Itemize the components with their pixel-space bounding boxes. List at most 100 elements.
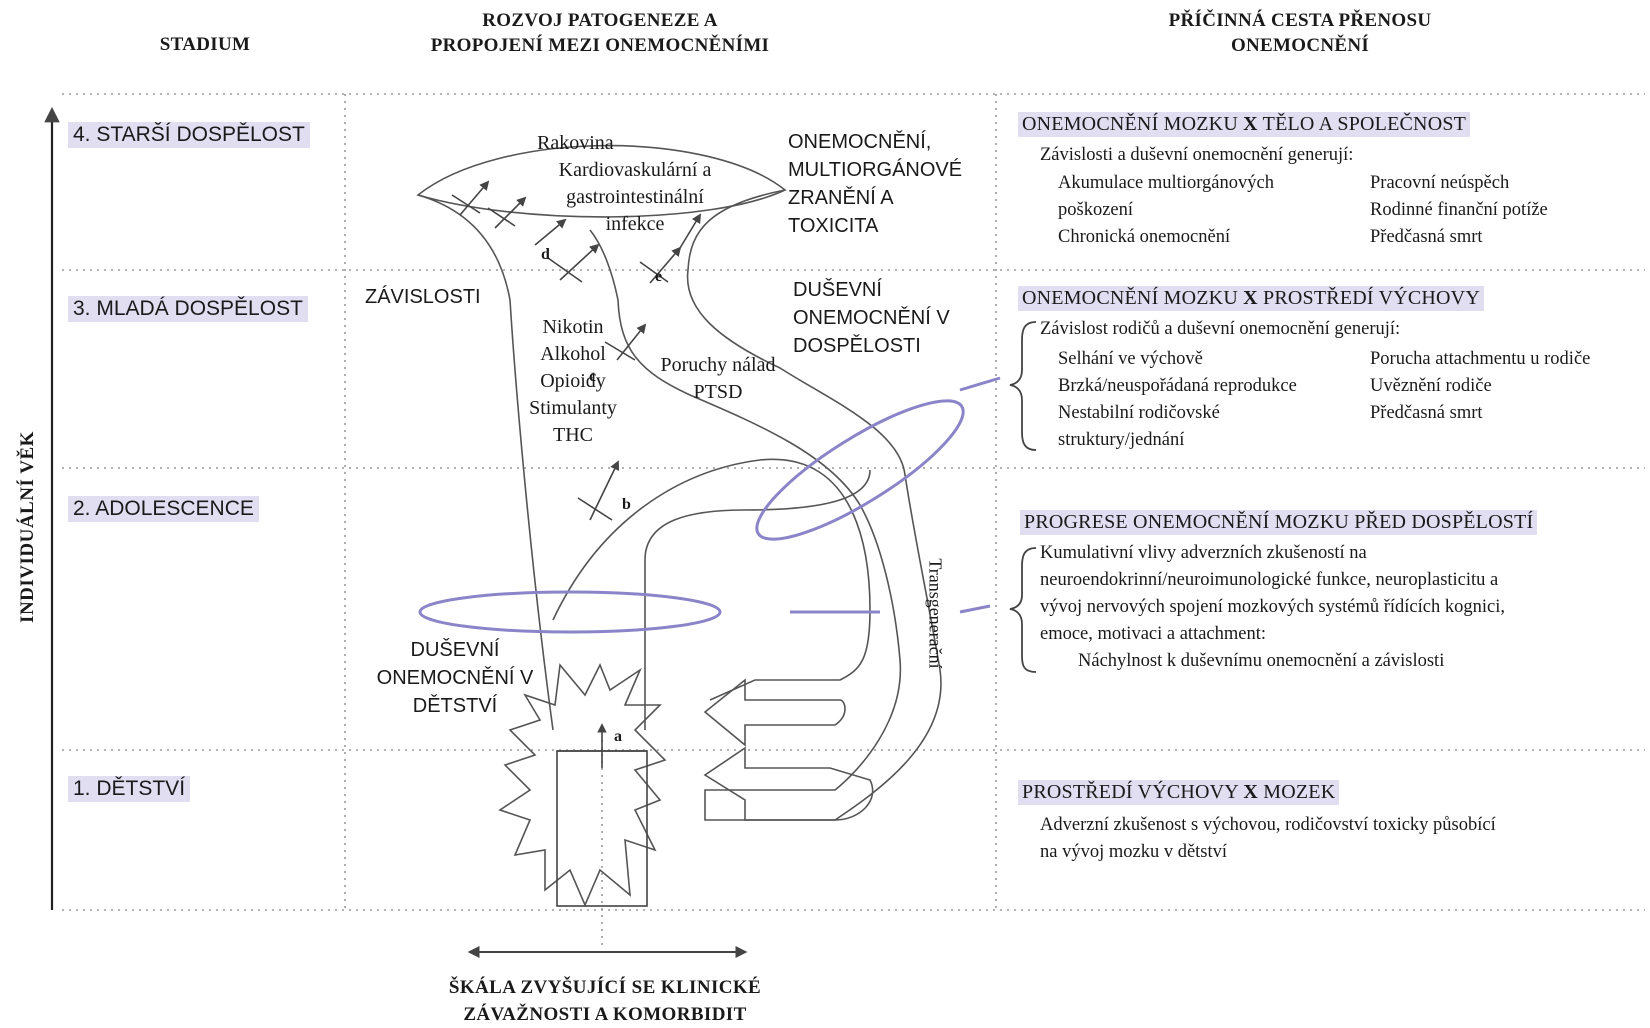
- env-brain-line-1: Adverzní zkušenost s výchovou, rodičovst…: [1040, 815, 1496, 835]
- upbringing-left-1: Selhání ve výchově: [1058, 349, 1203, 369]
- title-post: MOZEK: [1258, 781, 1336, 803]
- letter-b: b: [622, 496, 631, 513]
- arrow-top-4: [679, 213, 701, 249]
- mood-disorders: Poruchy nálad: [660, 354, 776, 376]
- upbringing-left-4: struktury/jednání: [1058, 430, 1185, 450]
- childhood-box: [556, 750, 648, 907]
- young-adult-ellipse: [755, 399, 965, 541]
- upbringing-right-1: Porucha attachmentu u rodiče: [1370, 349, 1591, 369]
- multiorgan-line3: ZRANĚNÍ A: [788, 187, 894, 209]
- title-pre: PROSTŘEDÍ VÝCHOVY: [1022, 781, 1244, 803]
- arrow-e: [649, 246, 682, 284]
- box-upbringing-right: Porucha attachmentu u rodiče Uvěznění ro…: [1370, 346, 1590, 427]
- box-body-society-right: Pracovní neúspěch Rodinné finanční potíž…: [1370, 170, 1548, 251]
- title-x: X: [1243, 781, 1259, 803]
- stage-older-adulthood: 4. STARŠÍ DOSPĚLOST: [68, 122, 310, 148]
- top-diseases-label: Rakovina: [537, 130, 614, 157]
- substance-alcohol: Alkohol: [540, 343, 606, 365]
- upbringing-right-3: Předčasná smrt: [1370, 403, 1483, 423]
- header-transmission: PŘÍČINNÁ CESTA PŘENOSU ONEMOCNĚNÍ: [1130, 8, 1470, 58]
- x-axis-label: ŠKÁLA ZVYŠUJÍCÍ SE KLINICKÉ ZÁVAŽNOSTI A…: [395, 974, 815, 1028]
- progression-line-3: vývoj nervových spojení mozkových systém…: [1040, 597, 1505, 617]
- multiorgan-label: ONEMOCNĚNÍ, MULTIORGÁNOVÉ ZRANĚNÍ A TOXI…: [788, 128, 962, 240]
- substances-label: Nikotin Alkohol Opioidy Stimulanty THC: [528, 314, 618, 449]
- brace-upbringing: [1009, 321, 1037, 451]
- adult-mental-line2: ONEMOCNĚNÍ V: [793, 307, 950, 329]
- adolescence-stem: [644, 469, 871, 730]
- substance-stimulants: Stimulanty: [529, 397, 617, 419]
- box-env-brain-body: Adverzní zkušenost s výchovou, rodičovst…: [1040, 812, 1496, 866]
- top-diseases-rest: Kardiovaskulární a gastrointestinální in…: [535, 157, 735, 238]
- child-mental-line2: ONEMOCNĚNÍ V: [376, 667, 534, 689]
- adolescence-ellipse: [418, 590, 722, 634]
- letter-a: a: [614, 728, 622, 745]
- child-mental-line1: DUŠEVNÍ: [410, 639, 500, 661]
- progression-line-1: Kumulativní vlivy adverzních zkušeností …: [1040, 543, 1367, 563]
- x-axis-label-line2: ZÁVAŽNOSTI A KOMORBIDIT: [463, 1004, 747, 1025]
- letter-c: c: [589, 368, 597, 385]
- multiorgan-line1: ONEMOCNĚNÍ,: [788, 131, 932, 153]
- stage-childhood: 1. DĚTSTVÍ: [68, 776, 191, 802]
- substance-nicotine: Nikotin: [542, 316, 604, 338]
- box-body-society: ONEMOCNĚNÍ MOZKU X TĚLO A SPOLEČNOST: [1018, 112, 1471, 137]
- env-brain-line-2: na vývoj mozku v dětství: [1040, 842, 1228, 862]
- childhood-burst: [498, 663, 667, 908]
- box-upbringing-title: ONEMOCNĚNÍ MOZKU X PROSTŘEDÍ VÝCHOVY: [1018, 286, 1484, 311]
- box-body-society-title: ONEMOCNĚNÍ MOZKU X TĚLO A SPOLEČNOST: [1018, 112, 1471, 137]
- x-axis-label-line1: ŠKÁLA ZVYŠUJÍCÍ SE KLINICKÉ: [448, 977, 762, 998]
- title-post: TĚLO A SPOLEČNOST: [1257, 113, 1467, 135]
- title-pre: ONEMOCNĚNÍ MOZKU: [1022, 287, 1244, 309]
- multiorgan-line2: MULTIORGÁNOVÉ: [788, 159, 963, 181]
- adult-mental-label: DUŠEVNÍ ONEMOCNĚNÍ V DOSPĚLOSTI: [793, 276, 950, 360]
- adolescence-link-2: [959, 604, 991, 614]
- body-right-3: Předčasná smrt: [1370, 227, 1483, 247]
- stage-young-adulthood: 3. MLADÁ DOSPĚLOST: [68, 296, 308, 322]
- arrow-top-3: [534, 218, 567, 246]
- upbringing-left-3: Nestabilní rodičovské: [1058, 403, 1220, 423]
- header-transmission-line1: PŘÍČINNÁ CESTA PŘENOSU: [1168, 10, 1432, 31]
- mood-label: Poruchy nálad PTSD: [648, 352, 788, 406]
- box-progression: PROGRESE ONEMOCNĚNÍ MOZKU PŘED DOSPĚLOST…: [1020, 510, 1538, 535]
- box-env-brain: PROSTŘEDÍ VÝCHOVY X MOZEK: [1018, 780, 1340, 805]
- multiorgan-line4: TOXICITA: [788, 215, 879, 237]
- title-x: X: [1243, 113, 1258, 135]
- transgenerational-label: Transgenerační: [925, 558, 946, 669]
- header-stage: STADIUM: [159, 34, 251, 55]
- box-upbringing: ONEMOCNĚNÍ MOZKU X PROSTŘEDÍ VÝCHOVY: [1018, 286, 1484, 311]
- header-pathogenesis-line2: PROPOJENÍ MEZI ONEMOCNĚNÍMI: [430, 35, 770, 56]
- box-upbringing-intro: Závislost rodičů a duševní onemocnění ge…: [1040, 319, 1401, 339]
- ptsd: PTSD: [693, 381, 743, 403]
- title-x: X: [1243, 287, 1258, 309]
- title-post: PROSTŘEDÍ VÝCHOVY: [1257, 287, 1480, 309]
- arrow-into-childhood-top: [703, 678, 846, 747]
- top-diseases-line2: Kardiovaskulární a: [558, 159, 712, 181]
- progression-line-2: neuroendokrinní/neuroimunologické funkce…: [1040, 570, 1499, 590]
- upbringing-right-2: Uvěznění rodiče: [1370, 376, 1492, 396]
- substance-opioids: Opioidy: [540, 370, 606, 392]
- adult-mental-line3: DOSPĚLOSTI: [793, 335, 921, 357]
- letter-d: d: [541, 246, 550, 263]
- box-progression-body: Kumulativní vlivy adverzních zkušeností …: [1040, 540, 1505, 675]
- child-mental-label: DUŠEVNÍ ONEMOCNĚNÍ V DĚTSTVÍ: [365, 636, 545, 720]
- body-left-3: Chronická onemocnění: [1058, 227, 1231, 247]
- header-pathogenesis-line1: ROZVOJ PATOGENEZE A: [482, 10, 718, 31]
- box-body-society-left: Akumulace multiorgánových poškození Chro…: [1058, 170, 1274, 251]
- stage-adolescence: 2. ADOLESCENCE: [68, 496, 259, 522]
- top-diseases-line1: Rakovina: [537, 132, 614, 154]
- grid-lines: [62, 93, 1645, 945]
- funnel-cap: [417, 189, 786, 218]
- child-mental-line3: DĚTSTVÍ: [412, 695, 498, 717]
- body-left-1: Akumulace multiorgánových: [1058, 173, 1274, 193]
- progression-line-5: Náchylnost k duševnímu onemocnění a závi…: [1078, 651, 1445, 671]
- progression-arrows: [459, 180, 701, 768]
- arrow-d: [559, 243, 600, 281]
- adult-mental-line1: DUŠEVNÍ: [793, 279, 882, 301]
- box-env-brain-title: PROSTŘEDÍ VÝCHOVY X MOZEK: [1018, 780, 1340, 805]
- body-right-2: Rodinné finanční potíže: [1370, 200, 1548, 220]
- box-progression-title: PROGRESE ONEMOCNĚNÍ MOZKU PŘED DOSPĚLOST…: [1020, 510, 1538, 535]
- box-upbringing-left: Selhání ve výchově Brzká/neuspořádaná re…: [1058, 346, 1297, 454]
- arrow-top-1: [459, 180, 490, 216]
- top-diseases-line3: gastrointestinální: [566, 186, 704, 208]
- purple-links: [418, 376, 1001, 634]
